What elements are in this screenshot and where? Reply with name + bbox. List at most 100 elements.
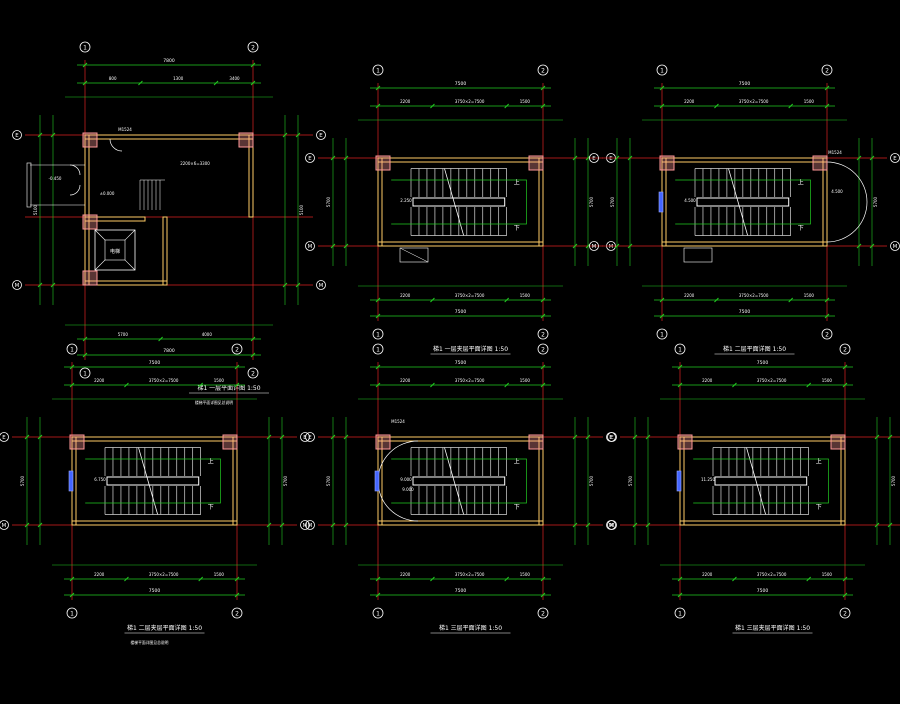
- door-tag: M1524: [828, 150, 842, 155]
- dim-text-bottom-seg: 2200: [400, 293, 411, 298]
- door-tag: M1524: [118, 127, 132, 132]
- door-swing: [110, 139, 122, 151]
- grid-bubble-label: M: [610, 523, 615, 529]
- structural-column: [223, 435, 237, 449]
- dim-text-bottom-seg: 2200: [684, 293, 695, 298]
- dim-text-bottom-seg: 3750×2=7500: [455, 293, 485, 298]
- wall-bottom: [72, 521, 237, 525]
- dim-text-top-seg: 1300: [173, 76, 184, 81]
- grid-bubble-label: 2: [541, 610, 545, 617]
- window-marker: [677, 471, 681, 491]
- grid-bubble-2-bottom: 2: [840, 608, 850, 618]
- dim-text-top-seg: 3750×2=7500: [757, 378, 787, 383]
- dim-text-side-right: 5700: [873, 196, 878, 207]
- wall-top: [680, 437, 845, 441]
- grid-bubble-e-left: E: [0, 433, 9, 442]
- grid-bubble-label: E: [893, 156, 897, 162]
- wall-bottom: [378, 521, 543, 525]
- stair-down-mark: 下: [816, 504, 822, 511]
- dim-text-bottom-total: 7500: [455, 309, 467, 315]
- elev-label: 9.000: [402, 487, 414, 492]
- grid-bubble-label: E: [15, 133, 19, 139]
- stair-handrail: [107, 477, 199, 485]
- door-swing: [827, 162, 867, 242]
- dim-text-bottom-seg: 1500: [214, 572, 225, 577]
- grid-bubble-label: E: [308, 156, 312, 162]
- dim-text-bottom-total: 7500: [455, 588, 467, 594]
- elev-label: 4.500: [831, 189, 843, 194]
- wall-top: [72, 437, 237, 441]
- dim-text-top-seg: 3400: [229, 76, 240, 81]
- grid-bubble-2-bottom: 2: [248, 368, 258, 378]
- dim-text-bottom-total: 7800: [163, 348, 175, 354]
- stair-up-mark: 上: [798, 178, 804, 186]
- dim-text-top-seg: 2200: [684, 99, 695, 104]
- grid-bubble-1-top: 1: [373, 65, 383, 75]
- stair-up-mark: 上: [816, 457, 822, 465]
- wall-right: [233, 437, 237, 525]
- plan-title: 梯1 二层平面详图 1:50: [723, 345, 786, 353]
- grid-bubble-e-left: E: [13, 131, 22, 140]
- dim-text-top-seg: 2200: [702, 378, 713, 383]
- stair-break-line: [138, 448, 157, 515]
- canopy-post: [27, 163, 31, 207]
- dim-text-bottom-seg: 1500: [520, 293, 531, 298]
- elev-label: 6.750: [94, 477, 106, 482]
- grid-bubble-m-left: M: [306, 242, 315, 251]
- floor-plan-6: 1212EEMM750022003750×2=7500150022003750×…: [608, 344, 900, 633]
- grid-bubble-label: 1: [376, 67, 380, 74]
- grid-bubble-label: E: [319, 133, 323, 139]
- grid-bubble-e-right: E: [317, 131, 326, 140]
- dim-text-top-seg: 3750×2=7500: [455, 378, 485, 383]
- grid-bubble-1-bottom: 1: [67, 608, 77, 618]
- plan-title: 梯1 三层夹层平面详图 1:50: [735, 624, 810, 632]
- dim-text-bottom-seg: 1500: [804, 293, 815, 298]
- wall-right: [823, 158, 827, 246]
- grid-bubble-1-top: 1: [657, 65, 667, 75]
- grid-bubble-1-bottom: 1: [657, 329, 667, 339]
- dim-text-top-seg: 3750×2=7500: [455, 99, 485, 104]
- dim-text-bottom-seg: 2200: [94, 572, 105, 577]
- stair-handrail: [697, 198, 789, 206]
- stair-break-line: [728, 169, 747, 236]
- structural-column: [831, 435, 845, 449]
- dim-text-bottom-seg: 2200: [702, 572, 713, 577]
- dim-text-mid: 2200×6=3300: [180, 161, 210, 166]
- dim-text-bottom-seg: 5700: [118, 332, 129, 337]
- stair-handrail: [715, 477, 807, 485]
- dim-text-top-seg: 1500: [520, 378, 531, 383]
- wall-right: [539, 437, 543, 525]
- structural-column: [83, 133, 97, 147]
- stair-break-line: [746, 448, 765, 515]
- grid-bubble-e-left: E: [306, 154, 315, 163]
- grid-bubble-1-top: 1: [80, 42, 90, 52]
- plan-note: 楼梯平面详图见总说明: [131, 640, 169, 645]
- grid-bubble-e-right: E: [891, 154, 900, 163]
- grid-bubble-label: E: [610, 435, 614, 441]
- wall-top: [378, 158, 543, 162]
- dim-text-top-seg: 2200: [400, 99, 411, 104]
- dim-text-top-seg: 3750×2=7500: [739, 99, 769, 104]
- dim-text-side-left: 5700: [610, 196, 615, 207]
- structural-column: [83, 215, 97, 229]
- grid-bubble-label: 1: [376, 331, 380, 338]
- dim-text-side-right: 5700: [589, 196, 594, 207]
- plan-title: 梯1 二层夹层平面详图 1:50: [127, 624, 202, 632]
- grid-bubble-1-bottom: 1: [373, 608, 383, 618]
- dim-text-top-total: 7500: [149, 360, 161, 366]
- structural-column: [678, 435, 692, 449]
- elev-label: 11.250: [701, 477, 715, 482]
- dim-text-side-left: 5700: [20, 475, 25, 486]
- dim-text-bottom-seg: 1500: [822, 572, 833, 577]
- stair-break-line: [444, 448, 463, 515]
- stair-down-mark: 下: [514, 504, 520, 511]
- structural-column: [70, 435, 84, 449]
- grid-bubble-2-top: 2: [232, 344, 242, 354]
- dim-text-top-total: 7500: [455, 360, 467, 366]
- dim-text-top-seg: 2200: [400, 378, 411, 383]
- door-swing: [70, 165, 80, 175]
- elev-label: 9.000: [400, 477, 412, 482]
- wall-top: [662, 158, 827, 162]
- grid-bubble-label: 2: [541, 346, 545, 353]
